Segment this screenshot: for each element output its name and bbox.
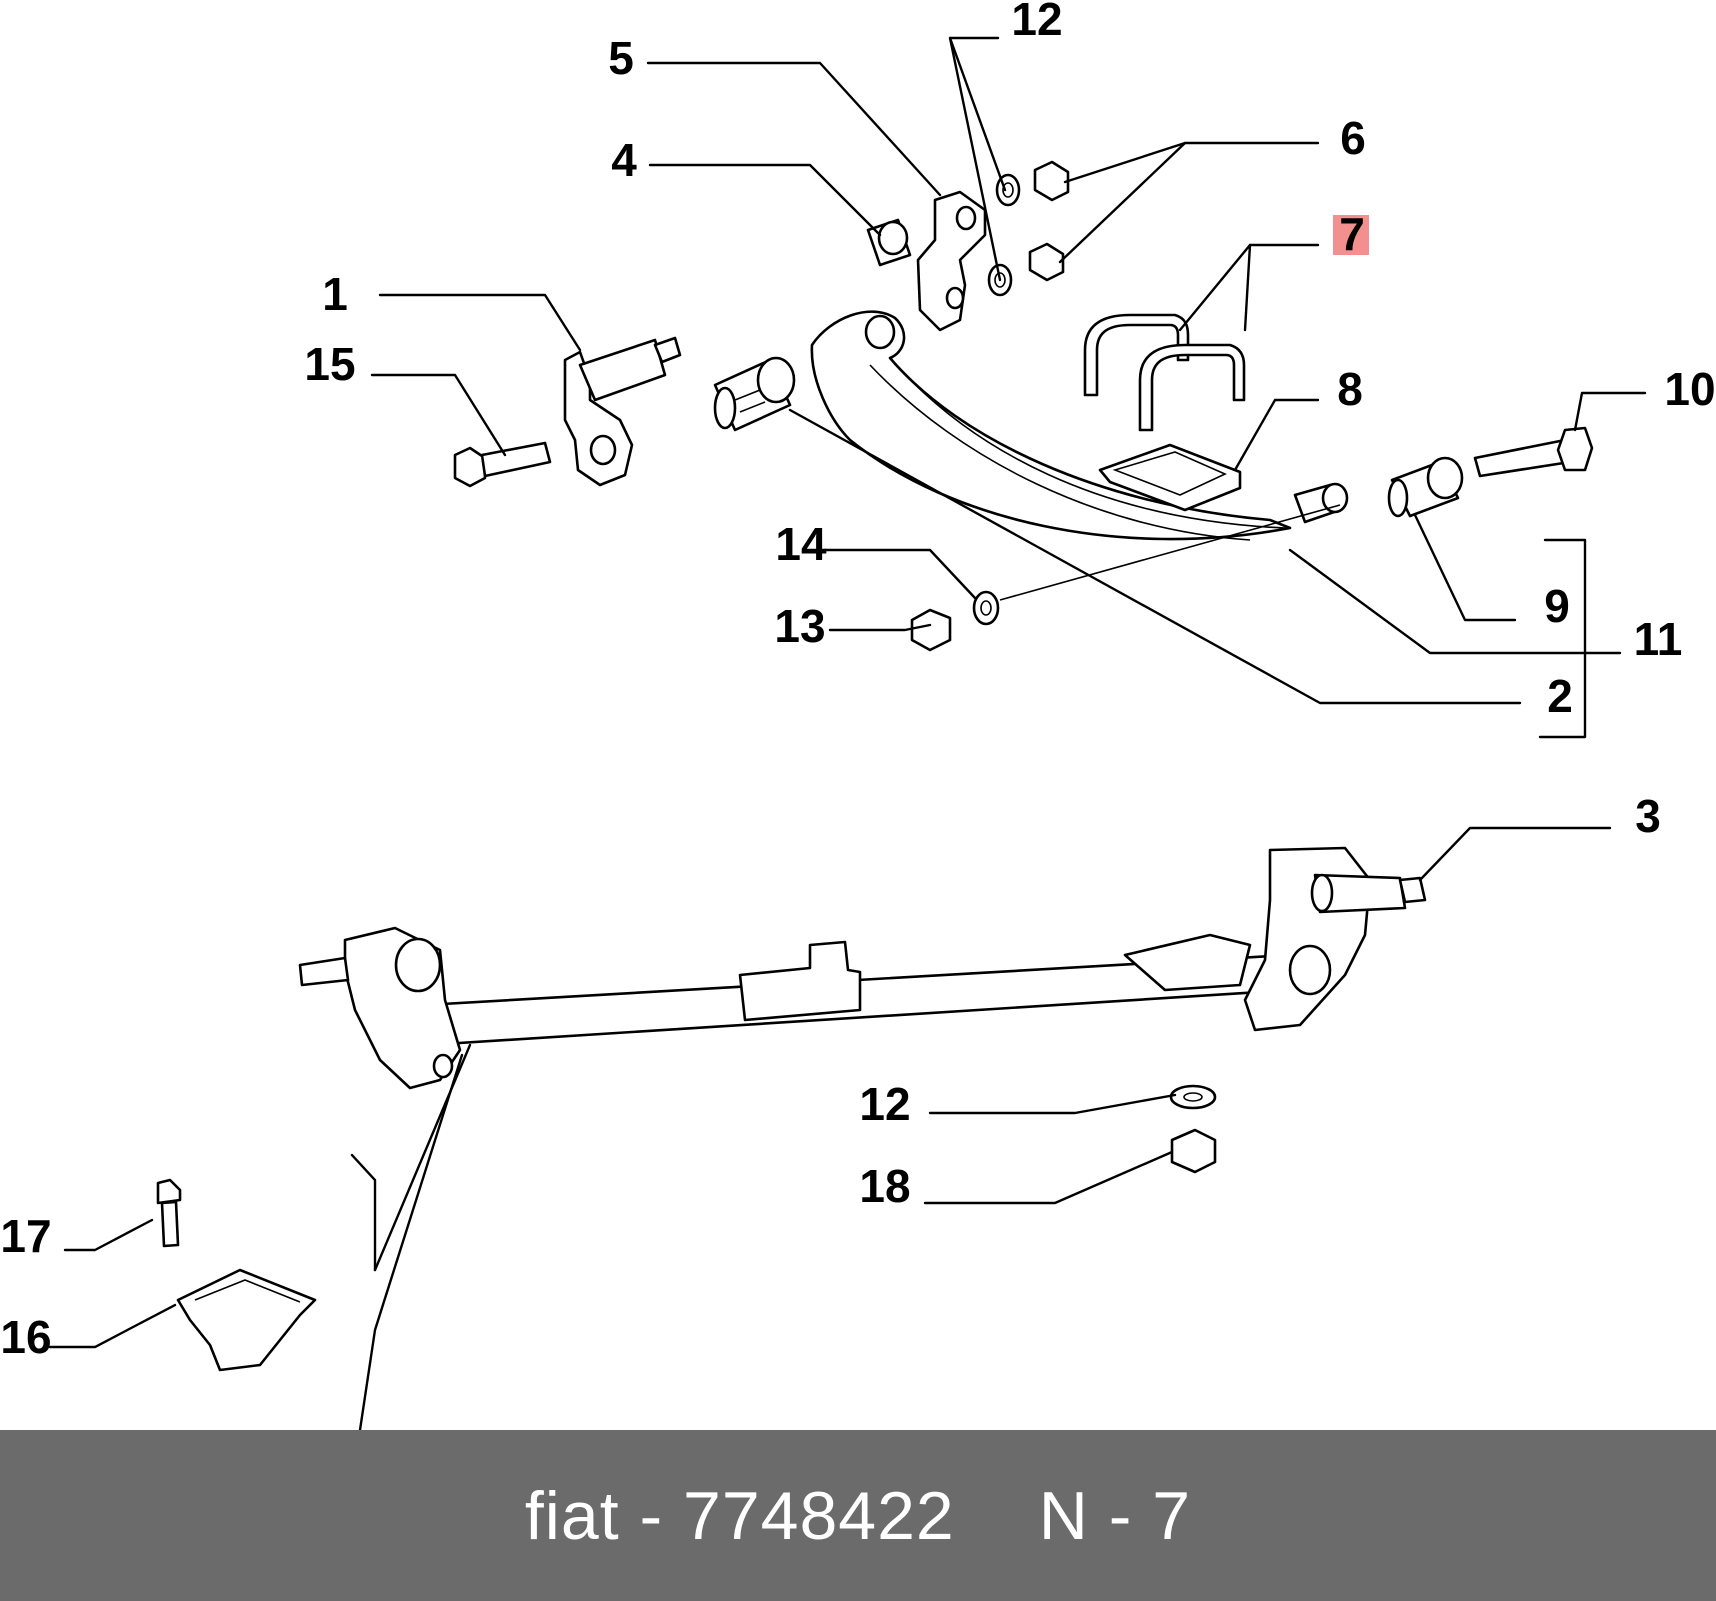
callout-2: 2 <box>1547 670 1573 722</box>
callout-15: 15 <box>304 338 355 390</box>
washer-12-nut-18 <box>1169 1084 1217 1174</box>
callout-12-top: 12 <box>1011 0 1062 45</box>
parts-diagram: 1 2 3 4 5 6 7 8 9 10 11 12 12 13 14 15 1… <box>0 0 1716 1430</box>
callout-13: 13 <box>774 600 825 652</box>
callout-10: 10 <box>1664 363 1715 415</box>
u-bolts-7 <box>1083 313 1246 432</box>
callout-4: 4 <box>611 134 637 186</box>
bolt-10 <box>1473 426 1594 478</box>
callout-5: 5 <box>608 32 634 84</box>
callout-8: 8 <box>1337 363 1363 415</box>
shackle-1 <box>563 336 682 487</box>
callout-17: 17 <box>0 1210 51 1262</box>
callout-1: 1 <box>322 268 348 320</box>
bushing-4 <box>866 218 912 267</box>
diagram-reference: N - 7 <box>1038 1477 1192 1554</box>
axle-bracket-left <box>298 926 462 1090</box>
leader-lines <box>48 36 1647 1430</box>
leaf-spring <box>810 310 1349 541</box>
washer-14-nut-13 <box>910 590 1000 652</box>
footer-bar: fiat - 7748422 N - 7 <box>0 1430 1716 1601</box>
callout-3: 3 <box>1635 790 1661 842</box>
bump-stop-16 <box>176 1268 317 1372</box>
callout-7: 7 <box>1339 208 1365 260</box>
axle-bracket-right <box>1243 846 1427 1032</box>
callout-14: 14 <box>775 518 827 570</box>
bolt-17 <box>156 1178 182 1248</box>
bushing-right <box>1387 456 1464 518</box>
spring-plate-8 <box>1098 443 1242 512</box>
callout-12-bottom: 12 <box>859 1078 910 1130</box>
callout-9: 9 <box>1544 580 1570 632</box>
callout-6: 6 <box>1340 112 1366 164</box>
callouts: 1 2 3 4 5 6 7 8 9 10 11 12 12 13 14 15 1… <box>0 0 1715 1363</box>
brand-part-number: fiat - 7748422 <box>524 1477 955 1554</box>
callout-18: 18 <box>859 1160 910 1212</box>
callout-7-highlight <box>1333 215 1369 255</box>
bolt-15 <box>453 441 552 488</box>
axle-beam <box>423 933 1294 1047</box>
callout-11: 11 <box>1634 613 1683 665</box>
callout-16: 16 <box>0 1311 51 1363</box>
bushing-left <box>713 356 796 432</box>
bracket-5 <box>916 190 987 332</box>
